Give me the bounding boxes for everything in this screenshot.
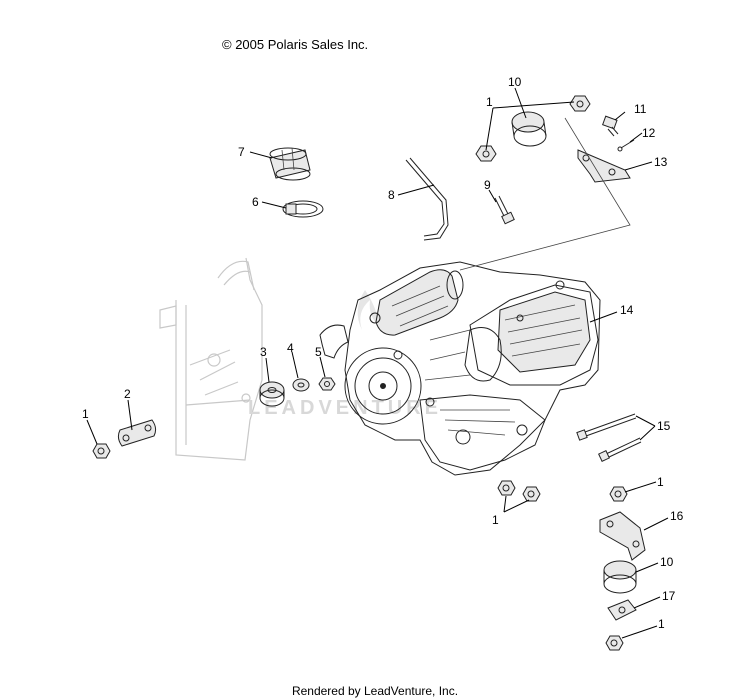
callout-17: 17	[662, 589, 676, 603]
copyright-text: © 2005 Polaris Sales Inc.	[222, 37, 369, 52]
part-4-washer	[292, 378, 310, 392]
footer-credit: Rendered by LeadVenture, Inc.	[291, 684, 459, 698]
part-13-bracket	[577, 149, 631, 183]
callout-9: 9	[484, 178, 491, 192]
callout-8: 8	[388, 188, 395, 202]
callout-labels: 1 10 11 12 13 7 6 8 9 14 3 4 5 2 1 15 1 …	[82, 75, 684, 631]
part-3-spacer	[259, 381, 285, 407]
callout-15: 15	[657, 419, 671, 433]
callout-10: 10	[508, 75, 522, 89]
callout-16: 16	[670, 509, 684, 523]
callout-1: 1	[492, 513, 499, 527]
part-1-middle-nuts	[497, 480, 541, 502]
part-10-lower-mount	[603, 560, 637, 594]
callout-14: 14	[620, 303, 634, 317]
callout-4: 4	[287, 341, 294, 355]
part-9-bolt	[494, 195, 515, 225]
callout-12: 12	[642, 126, 656, 140]
part-10-upper-mount	[511, 111, 547, 147]
part-16-bracket	[599, 511, 646, 561]
watermark-text: LEADVENTURE	[248, 397, 442, 419]
part-1-bottom-nut	[605, 635, 624, 651]
callout-10: 10	[660, 555, 674, 569]
part-11-bolt	[602, 115, 619, 137]
part-1-right-nut	[609, 486, 628, 502]
leader-lines	[86, 87, 669, 639]
callout-1: 1	[658, 617, 665, 631]
callout-1: 1	[82, 407, 89, 421]
part-5-nut	[318, 377, 336, 391]
part-2-link	[117, 419, 157, 447]
part-12-pin	[617, 139, 635, 152]
callout-7: 7	[238, 145, 245, 159]
callout-1: 1	[486, 95, 493, 109]
part-8-rod	[405, 157, 449, 241]
part-6-clamp	[282, 200, 324, 218]
watermark: LEADVENTURE	[248, 290, 442, 419]
callout-13: 13	[654, 155, 668, 169]
part-17-retainer	[607, 599, 637, 621]
frame-outline	[159, 257, 263, 461]
part-1-upper-nuts	[475, 95, 591, 162]
part-15-bolts	[576, 413, 642, 462]
callout-5: 5	[315, 345, 322, 359]
callout-2: 2	[124, 387, 131, 401]
callout-3: 3	[260, 345, 267, 359]
callout-1: 1	[657, 475, 664, 489]
part-1-left-nut	[92, 443, 111, 459]
part-7-cap	[269, 147, 311, 181]
callout-6: 6	[252, 195, 259, 209]
callout-11: 11	[634, 102, 647, 116]
engine-assembly	[319, 261, 601, 476]
